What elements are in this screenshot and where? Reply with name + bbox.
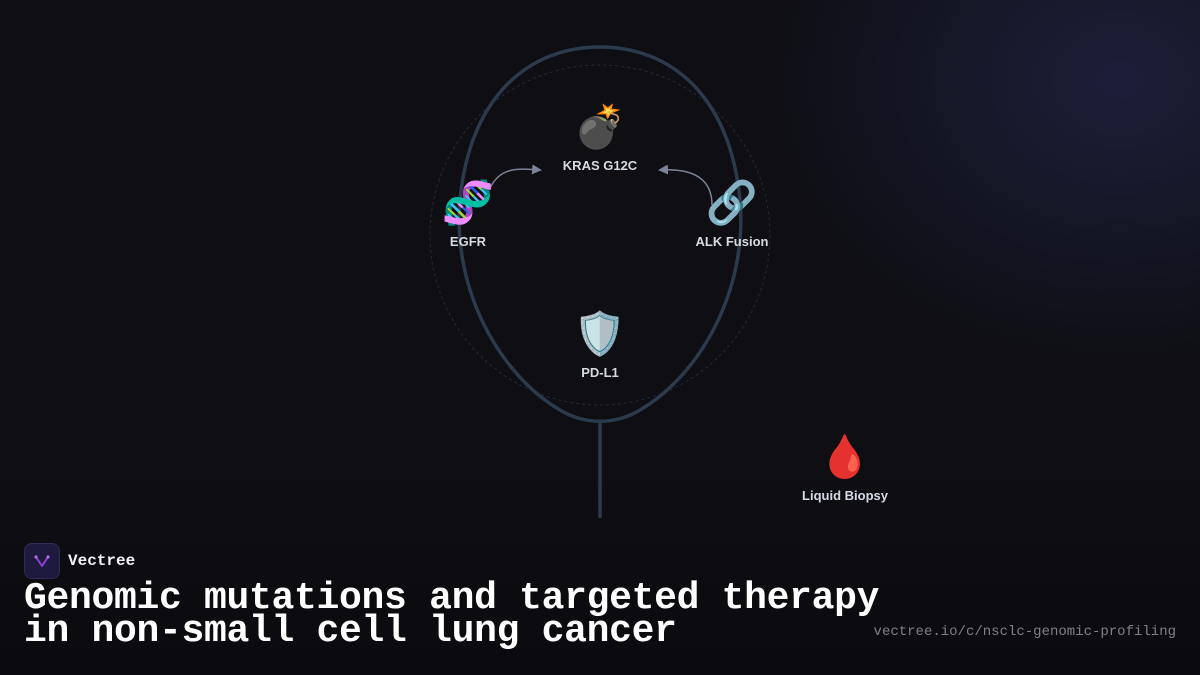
- page-title: Genomic mutations and targeted therapy i…: [24, 577, 880, 653]
- brand-name: Vectree: [68, 552, 136, 570]
- bomb-icon: 💣: [573, 103, 627, 150]
- vectree-logo-icon: [24, 543, 60, 579]
- dashed-orbit-circle: [429, 64, 771, 406]
- shield-icon: 🛡️: [573, 310, 627, 357]
- node-alk: 🔗 ALK Fusion: [696, 178, 769, 249]
- node-pdl1: 🛡️ PD-L1: [574, 309, 626, 380]
- dna-icon: 🧬: [441, 179, 495, 226]
- arrow-alk-to-kras: [658, 164, 713, 206]
- blood-drop-icon: 🩸: [818, 433, 872, 480]
- brand[interactable]: Vectree: [24, 543, 136, 579]
- node-egfr-label: EGFR: [449, 234, 487, 249]
- node-liquid-biopsy: 🩸 Liquid Biopsy: [802, 432, 888, 503]
- node-alk-label: ALK Fusion: [695, 234, 769, 249]
- node-kras-label: KRAS G12C: [562, 158, 638, 173]
- link-icon: 🔗: [705, 179, 759, 226]
- arrow-egfr-to-kras: [489, 164, 542, 189]
- node-pdl1-label: PD-L1: [581, 365, 619, 380]
- node-kras: 💣 KRAS G12C: [563, 102, 637, 173]
- lung-outline: [457, 45, 743, 423]
- source-url[interactable]: vectree.io/c/nsclc-genomic-profiling: [873, 624, 1176, 640]
- node-egfr: 🧬 EGFR: [442, 178, 494, 249]
- node-liquid-biopsy-label: Liquid Biopsy: [802, 488, 888, 503]
